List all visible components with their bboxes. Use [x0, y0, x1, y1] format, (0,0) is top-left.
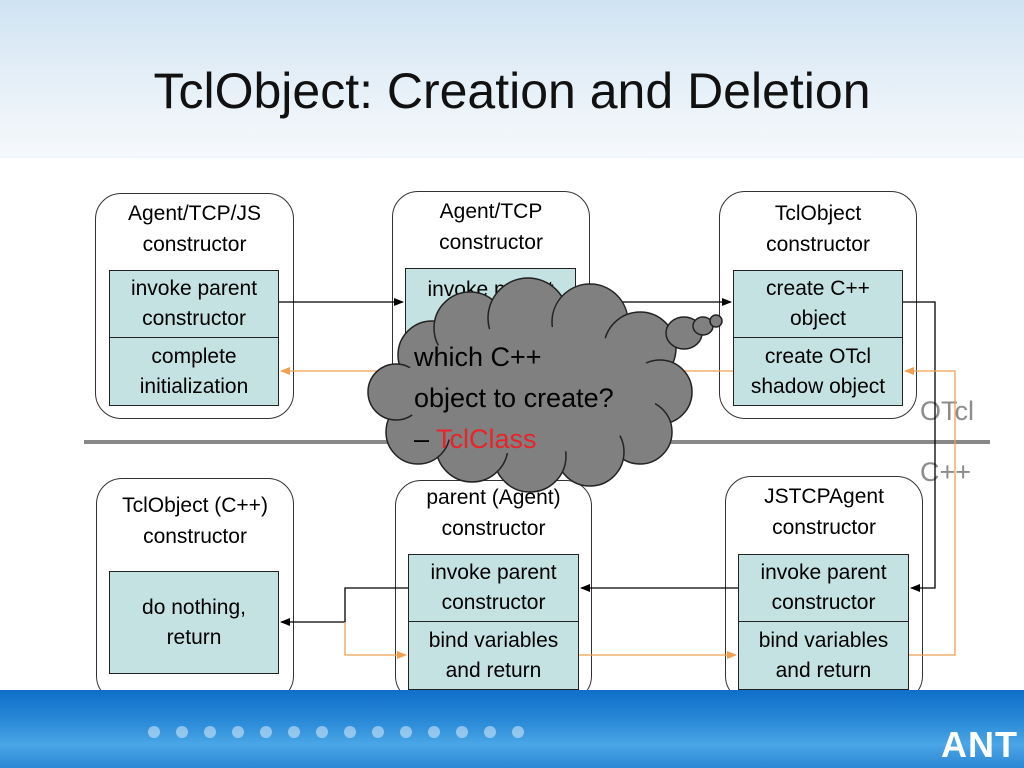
footer-dot [428, 726, 440, 738]
box-agent-tcp-js-title: Agent/TCP/JS constructor [127, 202, 262, 256]
layer-label-otcl: OTcl [920, 396, 974, 426]
cell-jsjs-invoke-parent: invoke parent constructor [109, 270, 279, 338]
footer-dot [344, 726, 356, 738]
box-jstcpagent-title: JSTCPAgent constructor [764, 485, 884, 539]
footer-dot [456, 726, 468, 738]
footer-dot [204, 726, 216, 738]
footer-dot [512, 726, 524, 738]
footer-band: ANT [0, 690, 1024, 768]
callout-tclclass: TclClass [436, 424, 537, 454]
cell-create-cpp-object: create C++ object [733, 270, 903, 338]
cell-jsjs-complete-init: complete initialization [109, 337, 279, 406]
callout-line-3: – TclClass [414, 419, 614, 460]
callout-line-2: object to create? [414, 383, 614, 413]
callout-dash: – [414, 424, 437, 454]
box-tclobject-title: TclObject constructor [766, 202, 870, 256]
thought-bubble-small [709, 314, 723, 328]
header-band [0, 0, 1024, 158]
arrow-tclobject-to-jstcp [903, 301, 936, 592]
cell-jstcp-invoke-parent: invoke parent constructor [738, 554, 909, 622]
cell-create-otcl-shadow: create OTcl shadow object [733, 337, 903, 406]
footer-dot [484, 726, 496, 738]
box-parent-agent-title: parent (Agent) constructor [426, 486, 561, 540]
footer-dot [288, 726, 300, 738]
return-jstcp-to-tclobject [904, 367, 956, 656]
slide-title: TclObject: Creation and Deletion [153, 63, 871, 119]
return-tclobject-cpp-to-agent [344, 622, 407, 659]
ant-logo: ANT [941, 724, 1018, 765]
footer-dot [148, 726, 160, 738]
cell-do-nothing-return: do nothing, return [109, 571, 279, 674]
layer-label-cpp: C++ [920, 457, 972, 487]
box-agent-tcp-title: Agent/TCP constructor [439, 200, 543, 254]
box-tclobject-cpp-title: TclObject (C++) constructor [122, 494, 268, 548]
cell-jstcp-bind-variables: bind variables and return [738, 621, 909, 690]
footer-dot [176, 726, 188, 738]
footer-dot [232, 726, 244, 738]
cell-agent-invoke-parent: invoke parent constructor [408, 554, 579, 622]
arrow-agent-to-tclobject-cpp [280, 587, 408, 626]
footer-dot [400, 726, 412, 738]
footer-dot [260, 726, 272, 738]
footer-dot [372, 726, 384, 738]
cell-agent-bind-variables: bind variables and return [408, 621, 579, 690]
footer-dot [316, 726, 328, 738]
callout-line-1: which C++ [414, 342, 542, 372]
callout-text: which C++ object to create? – TclClass [414, 337, 614, 460]
